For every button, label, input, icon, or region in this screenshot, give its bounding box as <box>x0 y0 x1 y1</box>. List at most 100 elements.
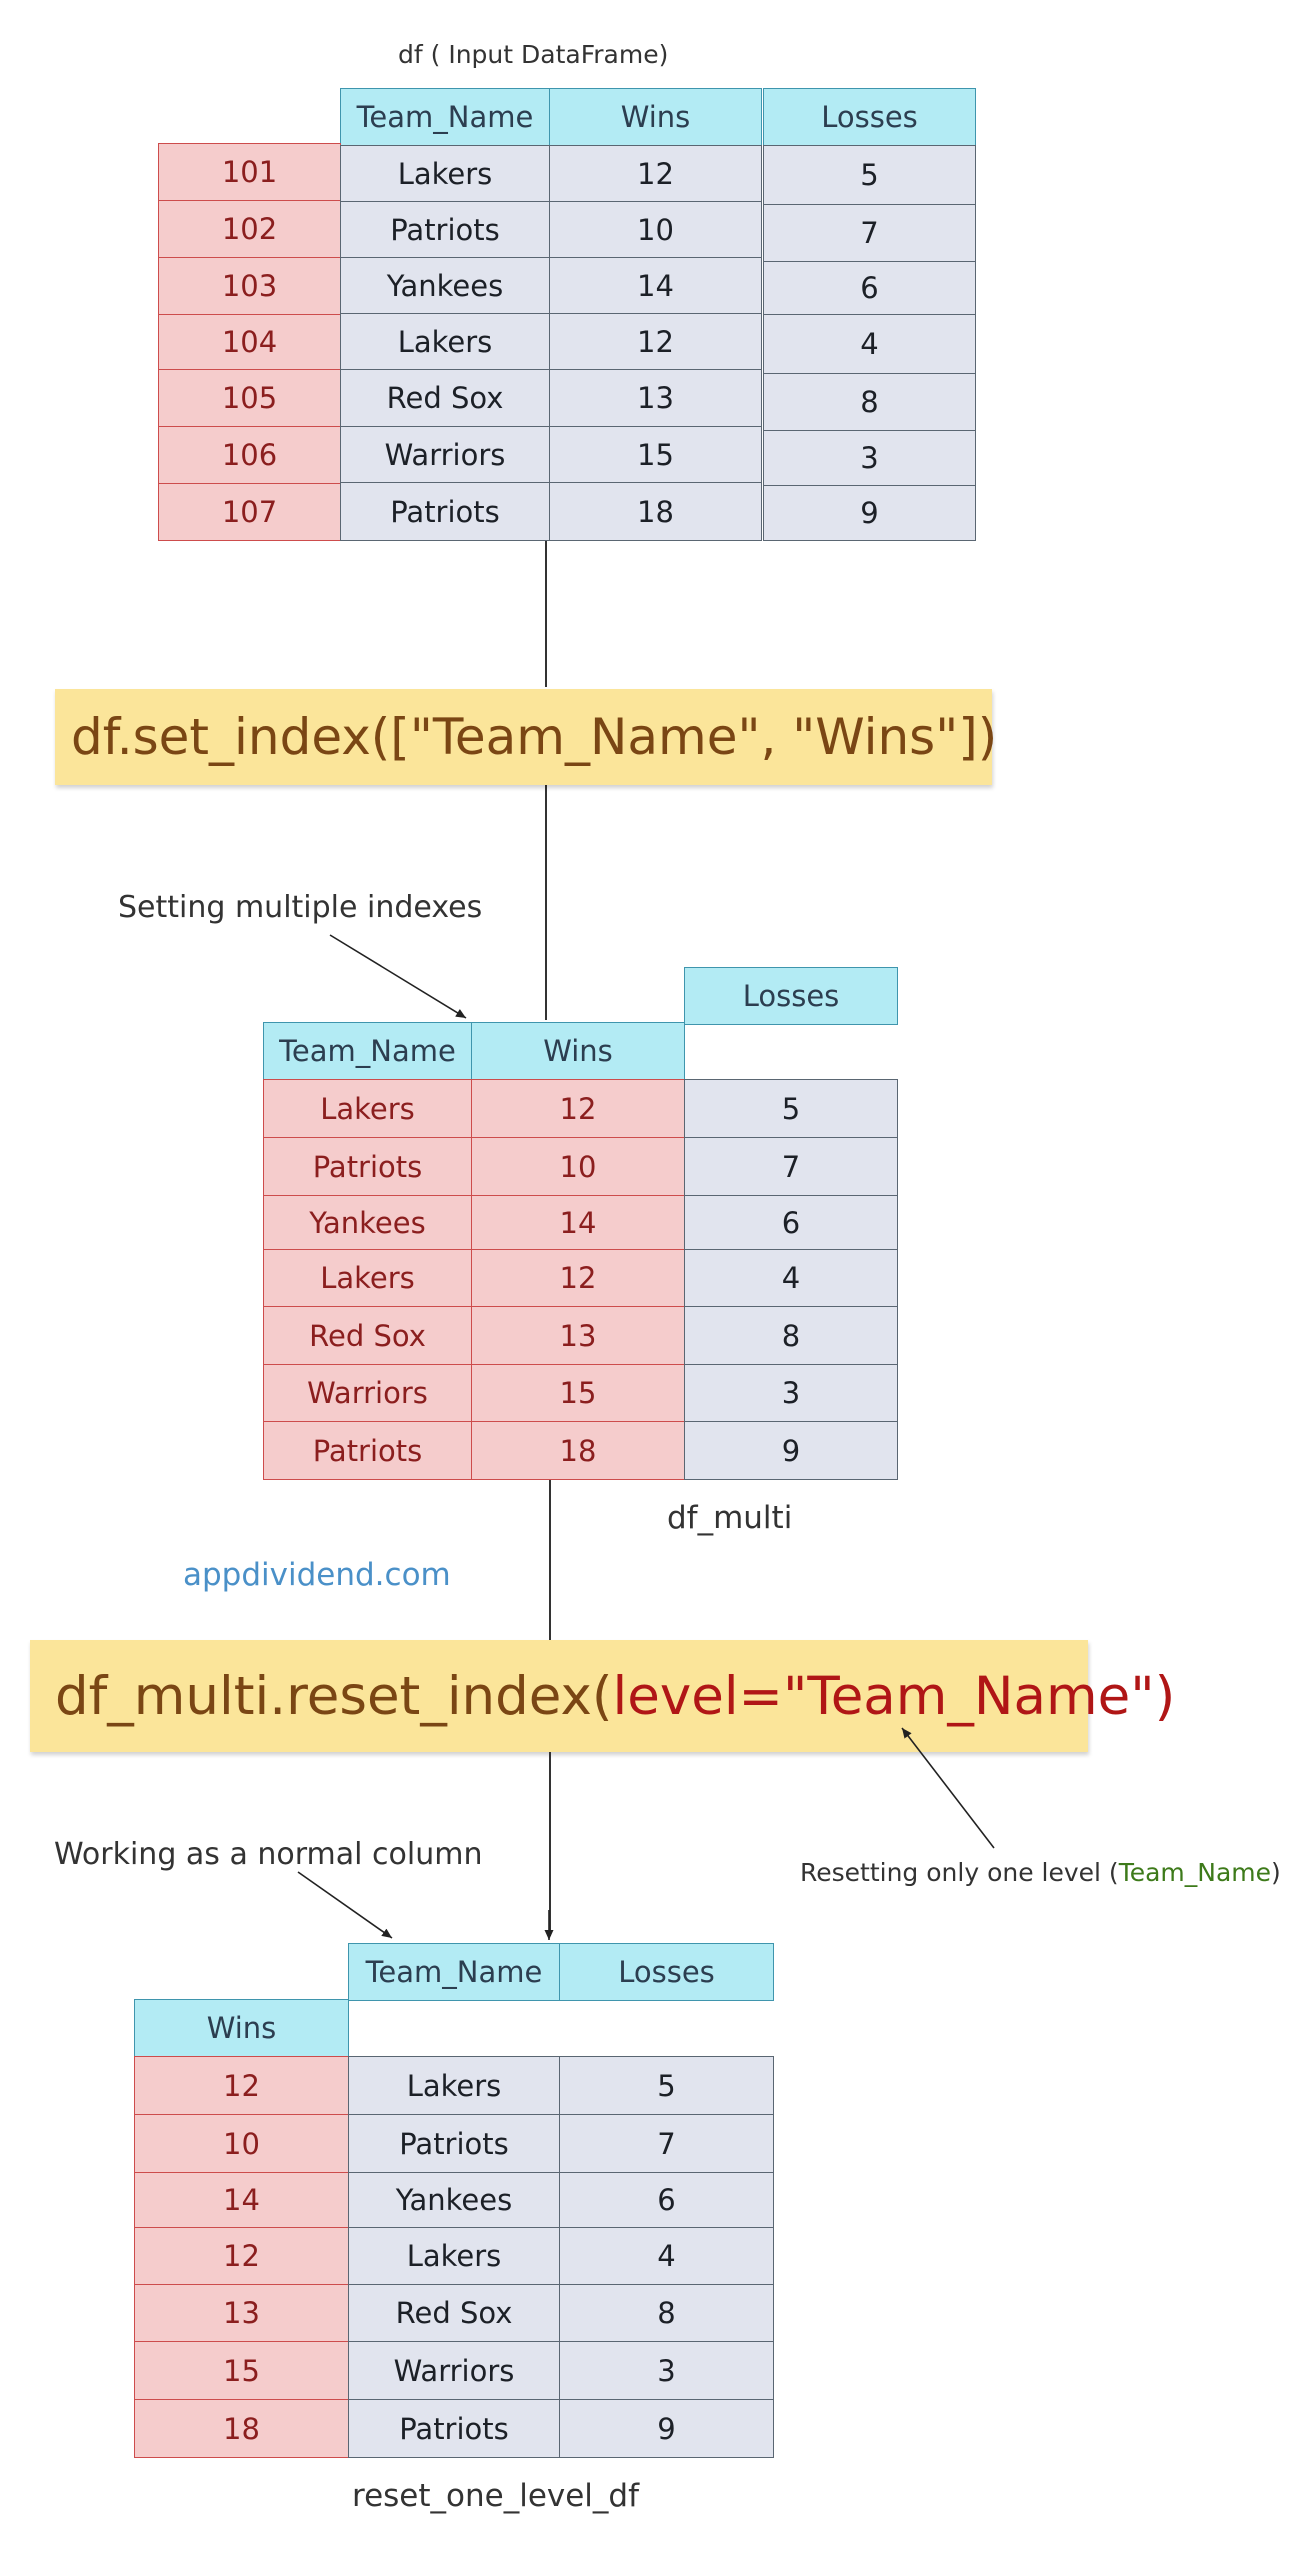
input-wins-cell: 18 <box>549 482 762 541</box>
input-index-cell: 103 <box>158 257 341 315</box>
multi-losses-cell: 5 <box>684 1079 898 1138</box>
input-wins-cell: 14 <box>549 257 762 314</box>
multi-header-losses: Losses <box>684 967 898 1025</box>
input-index-cell: 101 <box>158 143 341 201</box>
reset-team-cell: Patriots <box>348 2399 560 2458</box>
multi-index-team-cell: Lakers <box>263 1249 472 1307</box>
multi-index-wins-cell: 13 <box>471 1306 685 1365</box>
multi-header-team: Team_Name <box>263 1022 472 1080</box>
arrow-to-multi-index <box>329 934 467 1019</box>
reset-losses-cell: 9 <box>559 2399 774 2458</box>
input-losses-cell: 4 <box>763 314 976 374</box>
input-index-cell: 106 <box>158 426 341 484</box>
multi-losses-cell: 3 <box>684 1364 898 1422</box>
reset-losses-cell: 4 <box>559 2227 774 2285</box>
reset-index-wins-cell: 10 <box>134 2114 349 2173</box>
reset-index-wins-cell: 18 <box>134 2399 349 2458</box>
multi-losses-cell: 8 <box>684 1306 898 1365</box>
input-index-cell: 105 <box>158 369 341 427</box>
reset-team-cell: Yankees <box>348 2172 560 2228</box>
connector-line <box>545 785 547 1020</box>
arrow-to-team-column <box>297 1871 393 1939</box>
multi-losses-cell: 4 <box>684 1249 898 1307</box>
input-losses-cell: 9 <box>763 485 976 541</box>
multi-index-team-cell: Warriors <box>263 1364 472 1422</box>
reset-losses-cell: 7 <box>559 2114 774 2173</box>
multi-index-wins-cell: 14 <box>471 1195 685 1250</box>
reset-team-cell: Lakers <box>348 2227 560 2285</box>
reset-df-caption: reset_one_level_df <box>352 2478 640 2514</box>
reset-level-annotation-prefix: Resetting only one level ( <box>800 1858 1119 1887</box>
multi-df-caption: df_multi <box>667 1500 793 1536</box>
reset-index-wins-cell: 12 <box>134 2056 349 2115</box>
input-df-caption: df ( Input DataFrame) <box>398 40 669 69</box>
reset-team-cell: Red Sox <box>348 2284 560 2342</box>
multi-losses-cell: 7 <box>684 1137 898 1196</box>
input-wins-cell: 10 <box>549 201 762 258</box>
connector-line <box>549 1752 551 1936</box>
reset-index-wins-cell: 14 <box>134 2172 349 2228</box>
input-index-cell: 104 <box>158 314 341 370</box>
reset-index-code-arg: level="Team_Name" <box>612 1665 1155 1727</box>
connector-line <box>545 541 547 687</box>
input-losses-cell: 3 <box>763 430 976 486</box>
reset-losses-cell: 8 <box>559 2284 774 2342</box>
reset-level-annotation-highlight: Team_Name <box>1118 1858 1272 1887</box>
reset-team-cell: Patriots <box>348 2114 560 2173</box>
input-team-cell: Warriors <box>340 426 550 483</box>
set-index-code-box: df.set_index(["Team_Name", "Wins"]) <box>55 689 997 785</box>
input-wins-cell: 15 <box>549 426 762 483</box>
reset-level-annotation: Resetting only one level (Team_Name) <box>800 1858 1281 1887</box>
input-losses-cell: 5 <box>763 145 976 205</box>
input-team-cell: Patriots <box>340 482 550 541</box>
reset-index-wins-cell: 15 <box>134 2341 349 2400</box>
reset-header-team: Team_Name <box>348 1943 560 2001</box>
multi-index-team-cell: Patriots <box>263 1137 472 1196</box>
reset-header-wins: Wins <box>134 1999 349 2057</box>
multi-index-wins-cell: 12 <box>471 1249 685 1307</box>
multi-index-team-cell: Patriots <box>263 1421 472 1480</box>
reset-header-losses: Losses <box>559 1943 774 2001</box>
input-team-cell: Red Sox <box>340 369 550 427</box>
input-losses-cell: 7 <box>763 204 976 262</box>
reset-losses-cell: 5 <box>559 2056 774 2115</box>
multi-index-team-cell: Yankees <box>263 1195 472 1250</box>
reset-team-cell: Lakers <box>348 2056 560 2115</box>
input-team-cell: Patriots <box>340 201 550 258</box>
input-index-cell: 107 <box>158 483 341 541</box>
multi-header-wins: Wins <box>471 1022 685 1080</box>
set-index-code: df.set_index(["Team_Name", "Wins"]) <box>71 708 998 766</box>
multi-index-wins-cell: 18 <box>471 1421 685 1480</box>
input-team-cell: Lakers <box>340 313 550 370</box>
reset-team-cell: Warriors <box>348 2341 560 2400</box>
reset-index-code-box: df_multi.reset_index(level="Team_Name") <box>30 1640 1175 1752</box>
multi-losses-cell: 9 <box>684 1421 898 1480</box>
input-wins-cell: 12 <box>549 313 762 370</box>
reset-index-wins-cell: 12 <box>134 2227 349 2285</box>
reset-index-wins-cell: 13 <box>134 2284 349 2342</box>
multi-losses-cell: 6 <box>684 1195 898 1250</box>
reset-losses-cell: 6 <box>559 2172 774 2228</box>
watermark: appdividend.com <box>183 1557 451 1593</box>
multi-index-team-cell: Lakers <box>263 1079 472 1138</box>
input-col-header-wins: Wins <box>549 88 762 146</box>
multi-index-team-cell: Red Sox <box>263 1306 472 1365</box>
multi-index-wins-cell: 12 <box>471 1079 685 1138</box>
input-losses-cell: 6 <box>763 261 976 315</box>
input-col-header-team: Team_Name <box>340 88 550 146</box>
input-team-cell: Lakers <box>340 145 550 202</box>
input-col-header-losses: Losses <box>763 88 976 146</box>
reset-level-annotation-suffix: ) <box>1271 1858 1281 1887</box>
reset-index-code-prefix: df_multi.reset_index( <box>55 1665 613 1727</box>
reset-index-code-suffix: ) <box>1154 1665 1176 1727</box>
input-wins-cell: 12 <box>549 145 762 202</box>
input-team-cell: Yankees <box>340 257 550 314</box>
normal-column-annotation: Working as a normal column <box>54 1837 483 1872</box>
multi-index-wins-cell: 10 <box>471 1137 685 1196</box>
connector-line <box>549 1480 551 1640</box>
input-losses-cell: 8 <box>763 373 976 431</box>
input-index-cell: 102 <box>158 200 341 258</box>
multi-index-wins-cell: 15 <box>471 1364 685 1422</box>
reset-losses-cell: 3 <box>559 2341 774 2400</box>
setting-multiple-annotation: Setting multiple indexes <box>118 890 483 925</box>
